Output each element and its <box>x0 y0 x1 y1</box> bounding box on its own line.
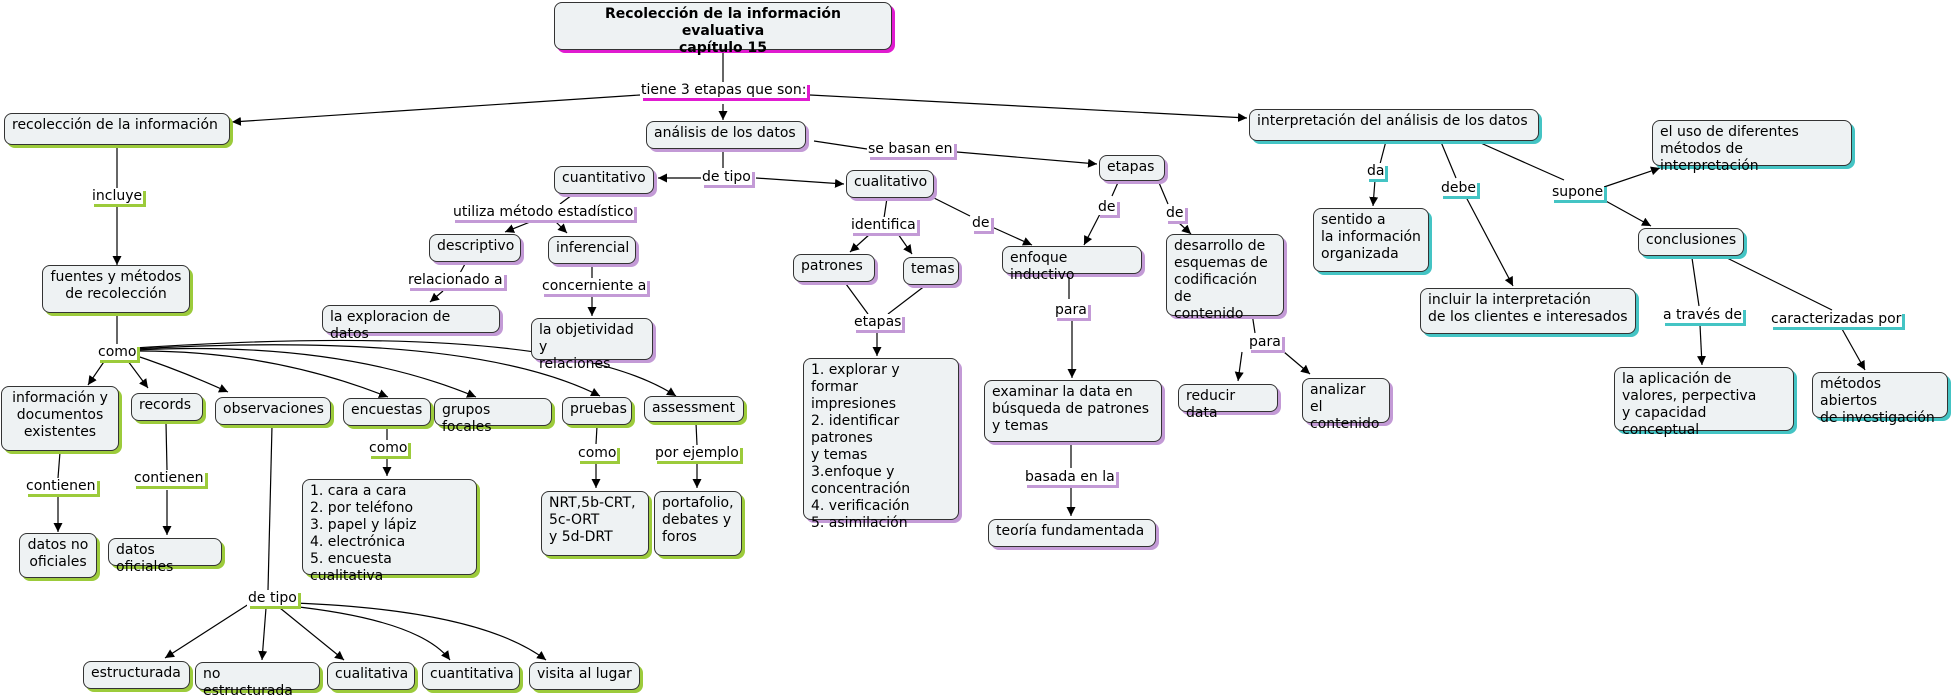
link-debe: debe <box>1440 180 1477 196</box>
link-contienen-1: contienen <box>25 478 97 494</box>
node-patrones[interactable]: patrones <box>793 254 875 282</box>
link-supone: supone <box>1551 184 1605 200</box>
node-etapas-lista[interactable]: 1. explorar y formar impresiones 2. iden… <box>803 358 959 531</box>
node-datos-no-oficiales[interactable]: datos no oficiales <box>19 533 97 578</box>
node-cualitativo[interactable]: cualitativo <box>846 170 934 198</box>
node-grupos-focales[interactable]: grupos focales <box>434 398 552 435</box>
link-basada: basada en la <box>1024 469 1116 485</box>
link-como-2: como <box>368 440 409 456</box>
node-nrt[interactable]: NRT,5b-CRT, 5c-ORT y 5d-DRT <box>541 491 649 556</box>
link-como-3: como <box>577 445 618 461</box>
node-portafolio[interactable]: portafolio, debates y foros <box>654 491 742 556</box>
link-de-tipo-2: de tipo <box>701 169 752 185</box>
node-uso-metodos[interactable]: el uso de diferentes métodos de interpre… <box>1652 120 1852 174</box>
link-relacionado: relacionado a <box>407 272 504 288</box>
link-contienen-2: contienen <box>133 470 205 486</box>
node-aplicacion[interactable]: la aplicación de valores, perpectiva y c… <box>1614 367 1794 438</box>
link-por-ejemplo: por ejemplo <box>654 445 740 461</box>
node-incluir[interactable]: incluir la interpretación de los cliente… <box>1420 288 1636 334</box>
node-observaciones[interactable]: observaciones <box>215 397 331 425</box>
node-records[interactable]: records <box>131 393 203 421</box>
link-para-1: para <box>1054 302 1088 318</box>
link-de-2: de <box>1097 199 1117 215</box>
node-encuesta-tipos[interactable]: 1. cara a cara 2. por teléfono 3. papel … <box>302 479 477 584</box>
link-concerniente: concerniente a <box>541 278 648 294</box>
node-cualitativa[interactable]: cualitativa <box>327 662 415 690</box>
node-objetividad[interactable]: la objetividad y relaciones <box>531 318 653 372</box>
link-identifica: identifica <box>850 217 917 233</box>
link-da: da <box>1366 163 1386 179</box>
node-cuantitativa[interactable]: cuantitativa <box>422 662 520 690</box>
node-reducir[interactable]: reducir data <box>1178 384 1278 421</box>
node-encuestas[interactable]: encuestas <box>343 398 431 426</box>
node-temas[interactable]: temas <box>903 257 959 285</box>
node-visita[interactable]: visita al lugar <box>529 662 640 690</box>
node-analizar[interactable]: analizar el contenido <box>1302 378 1390 432</box>
node-sentido[interactable]: sentido a la información organizada <box>1313 208 1429 272</box>
node-estructurada[interactable]: estructurada <box>83 661 190 689</box>
link-se-basan: se basan en <box>867 141 954 157</box>
node-metodos-abiertos[interactable]: métodos abiertos de investigación <box>1812 372 1948 426</box>
node-no-estructurada[interactable]: no estructurada <box>195 662 320 698</box>
link-de-1: de <box>971 215 991 231</box>
node-desarrollo[interactable]: desarrollo de esquemas de codificación d… <box>1166 234 1284 322</box>
node-examinar[interactable]: examinar la data en búsqueda de patrones… <box>984 380 1162 442</box>
map-title: Recolección de la información evaluativa… <box>554 2 892 56</box>
node-datos-oficiales[interactable]: datos oficiales <box>108 538 222 575</box>
link-de-3: de <box>1165 205 1185 221</box>
node-assessment[interactable]: assessment <box>644 396 744 422</box>
link-como-1: como <box>97 344 138 360</box>
link-para-2: para <box>1248 334 1282 350</box>
link-a-traves: a través de <box>1662 307 1743 323</box>
node-enfoque-inductivo[interactable]: enfoque inductivo <box>1002 246 1142 283</box>
link-utiliza: utiliza método estadístico <box>452 204 635 220</box>
node-recoleccion[interactable]: recolección de la información <box>4 113 230 145</box>
link-de-tipo-1: de tipo <box>247 590 298 606</box>
node-fuentes[interactable]: fuentes y métodos de recolección <box>42 265 190 313</box>
node-info-docs[interactable]: información y documentos existentes <box>1 386 119 451</box>
link-caracterizadas: caracterizadas por <box>1770 311 1903 327</box>
link-etapas: etapas <box>853 314 903 330</box>
node-pruebas[interactable]: pruebas <box>562 397 632 425</box>
link-tiene-etapas: tiene 3 etapas que son: <box>640 82 808 98</box>
node-cuantitativo[interactable]: cuantitativo <box>554 166 654 194</box>
node-inferencial[interactable]: inferencial <box>548 236 636 264</box>
node-etapas[interactable]: etapas <box>1099 155 1165 181</box>
node-analisis[interactable]: análisis de los datos <box>646 121 806 149</box>
node-conclusiones[interactable]: conclusiones <box>1638 228 1744 256</box>
link-incluye: incluye <box>91 188 144 204</box>
node-descriptivo[interactable]: descriptivo <box>429 234 521 262</box>
node-teoria[interactable]: teoría fundamentada <box>988 519 1156 547</box>
node-exploracion[interactable]: la exploracion de datos <box>322 305 500 342</box>
node-interpretacion[interactable]: interpretación del análisis de los datos <box>1249 109 1539 141</box>
